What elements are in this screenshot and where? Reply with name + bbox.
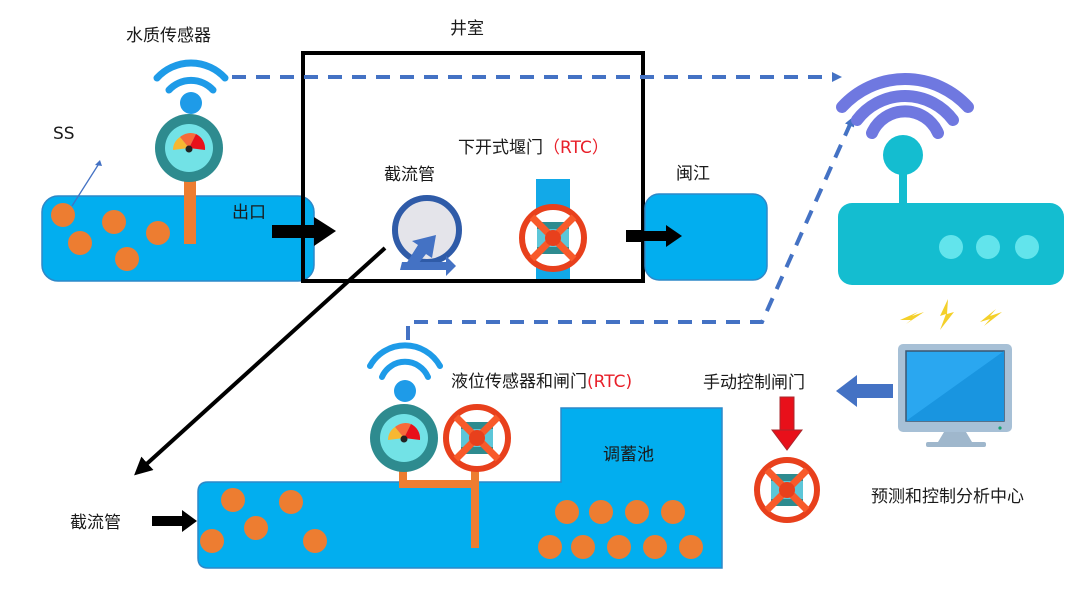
level-sensor-wifi-icon: [367, 342, 443, 380]
control-center-label: 预测和控制分析中心: [871, 487, 1024, 507]
bottom-gate-rtc: （RTC）: [543, 138, 609, 158]
interceptor-pipe-bottom-label: 截流管: [70, 513, 121, 533]
bottom-gate-label: 下开式堰门（RTC）: [458, 138, 609, 158]
well-chamber-box: [301, 51, 645, 283]
well-chamber-label: 井室: [450, 19, 484, 39]
min-river-label: 闽江: [676, 164, 710, 184]
manual-gate-control-label: 手动控制闸门: [703, 373, 805, 393]
bottom-gate-text: 下开式堰门: [458, 138, 543, 158]
wifi-signal-icon: [153, 59, 229, 94]
level-sensor-antenna-dot: [394, 380, 416, 402]
manual-control-arrow: [771, 396, 803, 451]
interceptor-diagonal-arrow: [134, 246, 387, 476]
level-sensor-to-router-link: [406, 116, 855, 340]
level-sensor-gate-rtc: (RTC): [587, 372, 632, 392]
level-gate-valve-icon: [443, 404, 511, 472]
router-icon: [836, 73, 1064, 285]
valve-icon: [519, 204, 587, 272]
sediment-particles-left: [200, 488, 327, 553]
pipe-icon: [392, 195, 462, 276]
interceptor-inflow-arrow: [152, 510, 197, 532]
level-sensor-gate-label: 液位传感器和闸门(RTC): [451, 372, 632, 392]
level-gauge-icon: [370, 404, 438, 472]
level-sensor-probe: [399, 468, 479, 548]
monitor-icon: [898, 344, 1012, 447]
outlet-label: 出口: [232, 203, 266, 223]
storage-tank-label: 调蓄池: [603, 445, 654, 465]
interceptor-pipe-top-label: 截流管: [384, 165, 435, 185]
gauge-icon: [155, 114, 223, 182]
monitor-to-manual-arrow: [836, 375, 893, 407]
river-inflow-arrow: [630, 225, 682, 247]
ss-pointer-arrowhead: [95, 160, 102, 166]
water-quality-sensor-label: 水质传感器: [126, 26, 211, 46]
sediment-particles-top: [51, 203, 170, 271]
sensor-antenna-dot: [180, 92, 202, 114]
ss-label: SS: [53, 124, 75, 144]
level-sensor-gate-text: 液位传感器和闸门: [451, 372, 587, 392]
sediment-particles-tank: [538, 500, 703, 559]
manual-gate-valve-icon: [754, 457, 820, 523]
ss-pointer-line: [71, 161, 101, 207]
lightning-icon: [900, 299, 1002, 330]
